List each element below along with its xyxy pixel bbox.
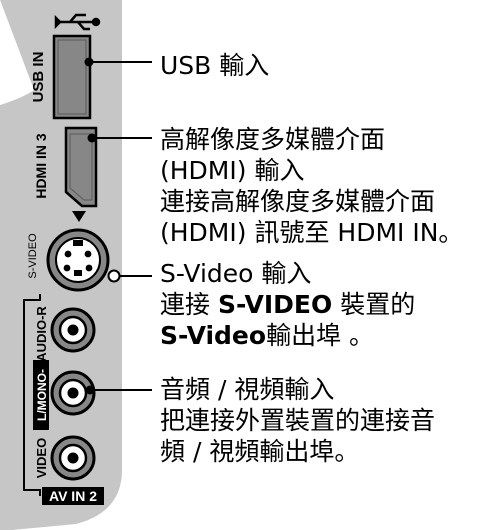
usb-icon xyxy=(54,13,101,31)
svideo-callout: S-Video 輸入 連接 S-VIDEO 裝置的 S-Video輸出埠 。 xyxy=(160,258,415,351)
svideo-line2-pre: 連接 xyxy=(160,290,218,319)
hdmi-callout-line2: (HDMI) 輸入 xyxy=(160,156,305,185)
hdmi-port xyxy=(64,126,98,208)
usb-port xyxy=(52,34,92,120)
svideo-callout-line1: S-Video 輸入 xyxy=(160,259,312,288)
av-callout: 音頻 / 視頻輸入 把連接外置裝置的連接音 頻 / 視頻輸出埠。 xyxy=(160,374,435,467)
audio-l-jack xyxy=(50,370,96,416)
svideo-callout-line2: 連接 S-VIDEO 裝置的 xyxy=(160,289,415,320)
arrow-down-icon xyxy=(72,211,86,222)
av-in-2-label: AV IN 2 xyxy=(49,488,97,504)
av-callout-line2: 把連接外置裝置的連接音 xyxy=(160,406,436,435)
usb-in-label: USB IN xyxy=(30,52,47,103)
hdmi-in-label: HDMI IN 3 xyxy=(33,133,49,199)
svideo-line2-bold: S-VIDEO xyxy=(217,290,333,319)
hdmi-callout-line4: (HDMI) 訊號至 HDMI IN。 xyxy=(160,218,464,247)
av-callout-line1: 音頻 / 視頻輸入 xyxy=(160,375,335,404)
svideo-label: S-VIDEO xyxy=(27,233,39,279)
video-jack xyxy=(50,435,96,481)
video-label: VIDEO xyxy=(34,438,49,478)
audio-r-jack xyxy=(50,307,96,353)
hdmi-callout-line3: 連接高解像度多媒體介面 xyxy=(160,187,436,216)
svideo-callout-line3: S-Video輸出埠 。 xyxy=(160,320,415,351)
audio-r-label: AUDIO-R xyxy=(34,306,49,362)
svideo-port xyxy=(46,228,110,292)
usb-callout-title: USB 輸入 xyxy=(160,51,270,80)
av-callout-line3: 頻 / 視頻輸出埠。 xyxy=(160,437,360,466)
av-group-bracket xyxy=(23,294,41,496)
hdmi-callout-line1: 高解像度多媒體介面 xyxy=(160,125,386,154)
audio-l-label: L/MONO- xyxy=(35,369,49,421)
svideo-line3-bold: S-Video xyxy=(160,321,267,350)
svideo-line2-post: 裝置的 xyxy=(332,290,416,319)
svideo-line3-post: 輸出埠 。 xyxy=(266,321,375,350)
hdmi-callout: 高解像度多媒體介面 (HDMI) 輸入 連接高解像度多媒體介面 (HDMI) 訊… xyxy=(160,124,463,248)
usb-callout: USB 輸入 xyxy=(160,50,269,81)
